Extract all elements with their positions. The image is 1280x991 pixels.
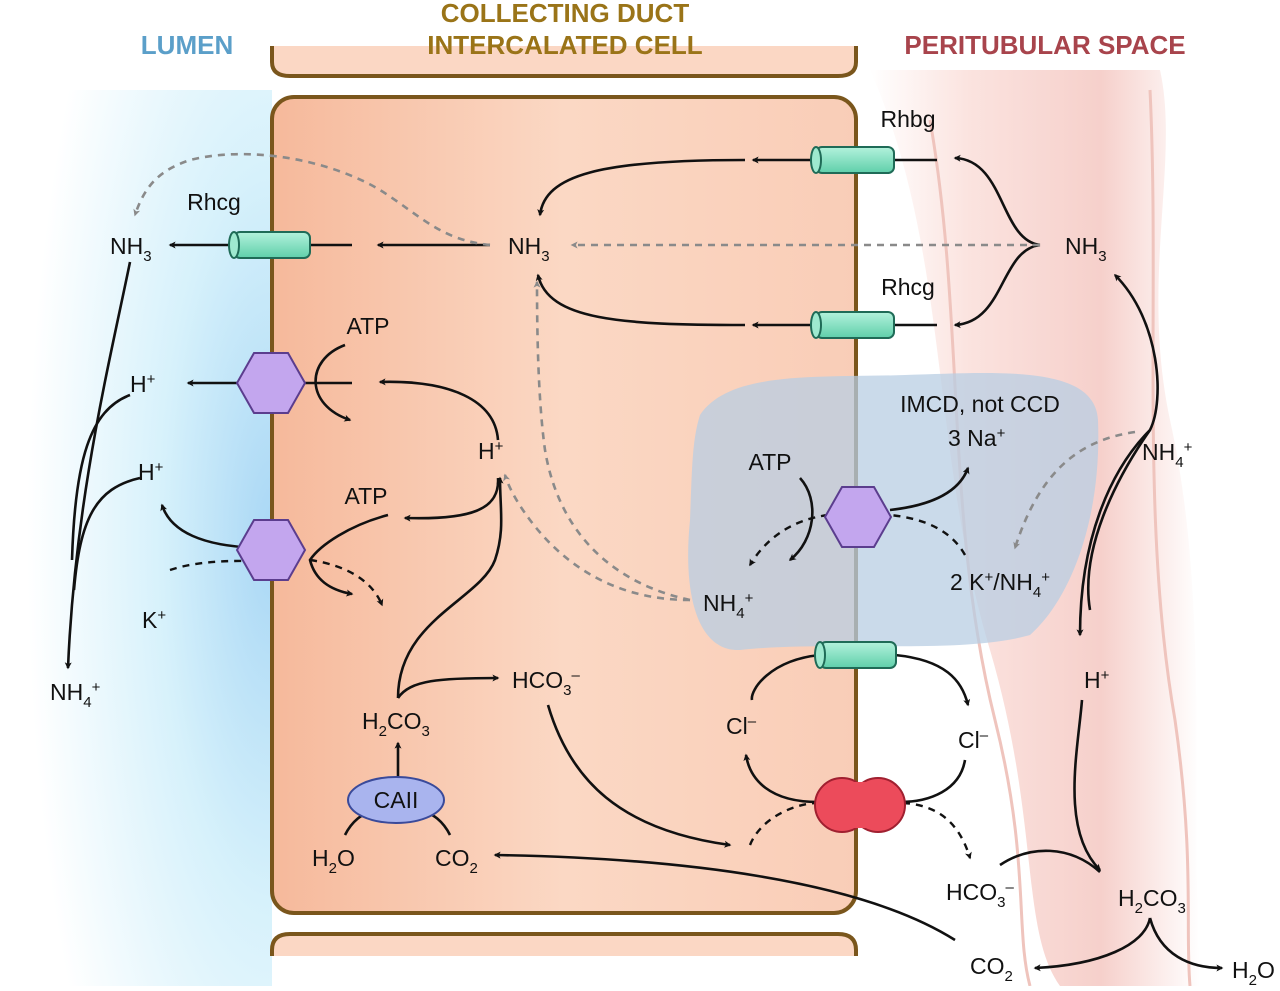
peri-co2-label: CO2 xyxy=(970,953,1013,985)
lumen-nh4-label: NH4+ xyxy=(50,679,101,711)
hk-atpase-pump xyxy=(235,519,307,581)
nh4-to-h-dashed-arrow xyxy=(503,473,691,602)
rhcg-basolateral-label: Rhcg xyxy=(881,274,935,300)
hco3-exchanger-dashed xyxy=(748,801,816,846)
peritubular-header: PERITUBULAR SPACE xyxy=(904,30,1185,60)
nh3-diffusion-dashed-arrow xyxy=(133,152,491,247)
cell-hco3-label: HCO3– xyxy=(512,667,580,699)
cell-nh3-label: NH3 xyxy=(508,233,550,265)
rhbg-to-nh3-arrow xyxy=(537,158,746,217)
peri-hco3-label: HCO3– xyxy=(946,879,1014,911)
peri-nh3-label: NH3 xyxy=(1065,233,1107,265)
cl-to-exchanger-line xyxy=(899,759,967,804)
rhcg-apical-channel xyxy=(228,231,311,259)
peri-h-label: H+ xyxy=(1084,667,1110,693)
rhcg-apical-label: Rhcg xyxy=(187,189,241,215)
hco3-to-h2co3-peri-line xyxy=(999,849,1101,873)
exchanger-cl-arrow xyxy=(743,753,819,804)
cell-header-line2: INTERCALATED CELL xyxy=(427,30,703,60)
hco3-to-exchanger-arrow xyxy=(546,704,732,848)
lumen-h-label-2: H+ xyxy=(138,459,164,485)
k-nh4-label: 2 K+/NH4+ xyxy=(950,569,1050,601)
cell-h2co3-label: H2CO3 xyxy=(362,708,430,740)
hco3-out-dashed-arrow xyxy=(902,801,972,860)
rhcg-basolateral-channel xyxy=(810,311,895,339)
atp-label-2: ATP xyxy=(344,483,387,509)
cl-channel-in-line xyxy=(750,653,821,701)
h-to-hk-atpase-arrow xyxy=(403,477,500,522)
rhcg-to-nh3-arrow xyxy=(535,273,746,327)
cell-h2o-label: H2O xyxy=(312,845,355,877)
peri-nh4-label: NH4+ xyxy=(1142,439,1193,471)
peri-nh3-to-rhbg-arrow xyxy=(953,154,1041,247)
caii-label: CAII xyxy=(374,787,419,813)
peri-nh4-to-nak-dashed-arrow xyxy=(1013,430,1136,550)
co2-recycle-arrow xyxy=(493,851,956,942)
lumen-nh3-label: NH3 xyxy=(110,233,152,265)
cl-hco3-exchanger xyxy=(814,777,906,833)
neighbor-cell-top xyxy=(270,46,858,78)
lumen-region xyxy=(0,90,272,986)
imcd-note-label: IMCD, not CCD xyxy=(900,391,1060,417)
h-join-arrow-2 xyxy=(72,476,141,591)
rhbg-label: Rhbg xyxy=(881,106,936,132)
h2co3-to-h-arrow xyxy=(396,476,504,699)
h-to-pump-arrow xyxy=(378,378,500,441)
atp-label-1: ATP xyxy=(346,313,389,339)
atp-label-3: ATP xyxy=(748,449,791,475)
h-join-arrow xyxy=(70,393,131,561)
peri-h2co3-label: H2CO3 xyxy=(1118,885,1186,917)
peri-nh3-to-rhcg-arrow xyxy=(953,243,1041,329)
h2co3-to-h2o-peri-arrow xyxy=(1148,917,1224,972)
h-to-h2co3-peri-arrow xyxy=(1073,699,1101,871)
atp-nak-arrow xyxy=(788,477,814,562)
h-atpase-pump xyxy=(235,352,307,414)
k-nh4-to-nak-dashed xyxy=(889,513,967,556)
rhbg-channel xyxy=(810,146,895,174)
nh4-to-h-peri-arrow xyxy=(1076,429,1151,637)
h2co3-to-hco3-arrow xyxy=(396,674,500,699)
na-label: 3 Na+ xyxy=(948,425,1006,451)
cell-nh4-label: NH4+ xyxy=(703,590,754,622)
peri-cl-label: Cl– xyxy=(958,727,989,753)
lumen-k-label: K+ xyxy=(142,607,166,633)
nh3-to-nh4-lumen-arrow xyxy=(64,261,132,670)
peritubular-fold xyxy=(928,119,1032,987)
nak-atpase-pump xyxy=(823,486,893,548)
cl-channel-out-arrow xyxy=(894,653,971,707)
cell-h-label: H+ xyxy=(478,438,504,464)
atp-hydrolysis-arrow xyxy=(314,343,352,422)
lumen-header: LUMEN xyxy=(141,30,233,60)
cell-header-line1: COLLECTING DUCT xyxy=(441,0,690,28)
neighbor-cell-bottom xyxy=(270,932,858,956)
peritubular-fold xyxy=(1148,89,1192,987)
peri-h2o-label: H2O xyxy=(1232,957,1275,986)
imcd-region xyxy=(688,372,1099,651)
cell-cl-label: Cl– xyxy=(726,713,757,739)
h2co3-to-co2-peri-arrow xyxy=(1033,917,1152,972)
nh4-to-nh3-dashed-arrow xyxy=(533,280,691,602)
caii-enzyme xyxy=(347,776,445,824)
k-into-cell-arrow xyxy=(309,558,384,607)
cell-co2-label: CO2 xyxy=(435,845,478,877)
lumen-h-label-1: H+ xyxy=(130,371,156,397)
na-out-arrow xyxy=(889,466,970,512)
cl-channel xyxy=(814,641,897,669)
